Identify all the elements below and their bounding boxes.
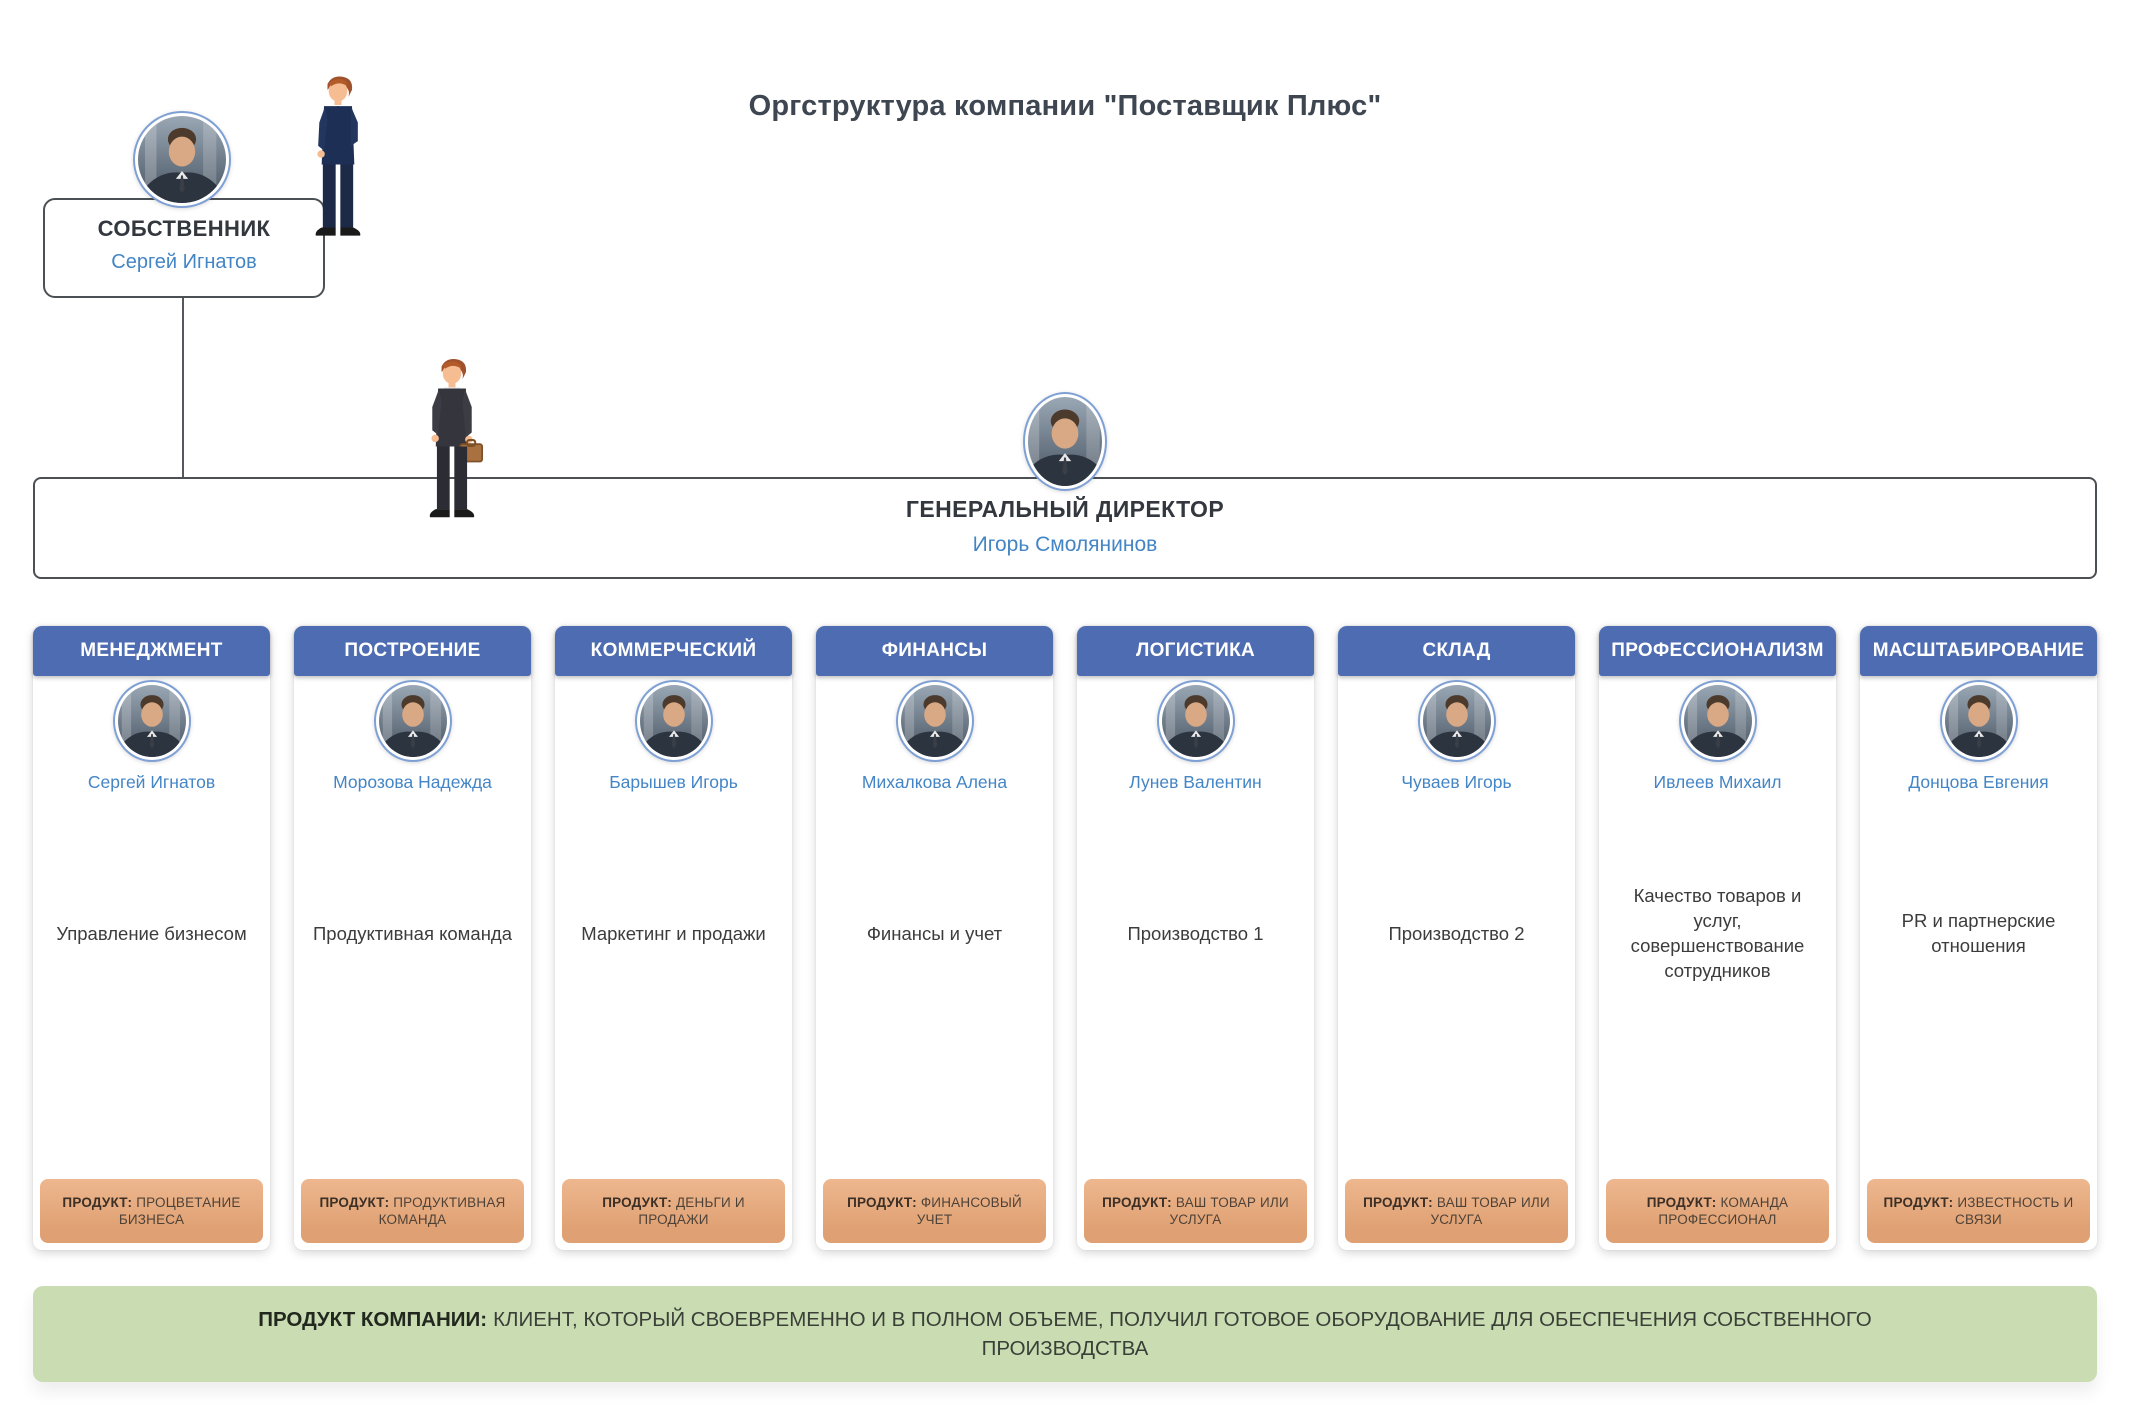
departments-grid: МЕНЕДЖМЕНТ Сергей Игнатов Управление биз… bbox=[33, 626, 2097, 1250]
department-product-badge: ПРОДУКТ:ПРОДУКТИВНАЯ КОМАНДА bbox=[301, 1179, 524, 1243]
product-label: ПРОДУКТ: bbox=[1102, 1194, 1172, 1210]
product-label: ПРОДУКТ: bbox=[319, 1194, 390, 1210]
person-photo bbox=[117, 685, 186, 757]
product-label: ПРОДУКТ: bbox=[847, 1194, 917, 1210]
department-head-name: Донцова Евгения bbox=[1908, 772, 2049, 792]
person-photo bbox=[1944, 685, 2013, 757]
person-photo bbox=[1422, 685, 1491, 757]
department-head-avatar bbox=[1417, 680, 1496, 762]
person-photo bbox=[138, 116, 226, 203]
department-function: Финансы и учет bbox=[866, 922, 1003, 944]
product-value: ДЕНЬГИ И ПРОДАЖИ bbox=[638, 1194, 745, 1228]
department-function: Маркетинг и продажи bbox=[581, 922, 766, 944]
product-value: ВАШ ТОВАР ИЛИ УСЛУГА bbox=[1430, 1194, 1550, 1228]
product-value: ФИНАНСОВЫЙ УЧЕТ bbox=[916, 1194, 1022, 1228]
person-photo bbox=[1161, 685, 1230, 757]
department-function: Производство 1 bbox=[1127, 922, 1264, 944]
department-head-name: Барышев Игорь bbox=[609, 772, 738, 792]
department-card: ФИНАНСЫ Михалкова Алена Финансы и учет П… bbox=[816, 626, 1053, 1250]
owner-box: СОБСТВЕННИК Сергей Игнатов bbox=[43, 198, 325, 298]
owner-name: Сергей Игнатов bbox=[111, 251, 257, 273]
department-head-avatar bbox=[373, 680, 452, 762]
department-product-badge: ПРОДУКТ:ИЗВЕСТНОСТЬ И СВЯЗИ bbox=[1867, 1179, 2090, 1243]
department-function: Управление бизнесом bbox=[56, 922, 247, 944]
company-product-banner: ПРОДУКТ КОМПАНИИ:КЛИЕНТ, КОТОРЫЙ СВОЕВРЕ… bbox=[33, 1286, 2097, 1382]
department-title: СКЛАД bbox=[1338, 626, 1575, 676]
owner-avatar bbox=[133, 111, 231, 208]
product-label: ПРОДУКТ: bbox=[1646, 1194, 1717, 1210]
department-title: МЕНЕДЖМЕНТ bbox=[33, 626, 270, 676]
person-photo bbox=[1683, 685, 1752, 757]
person-photo bbox=[1028, 397, 1102, 486]
owner-director-connector-line bbox=[182, 297, 184, 478]
department-card: СКЛАД Чуваев Игорь Производство 2 ПРОДУК… bbox=[1338, 626, 1575, 1250]
product-label: ПРОДУКТ: bbox=[602, 1194, 672, 1210]
department-head-avatar bbox=[634, 680, 713, 762]
department-card: ПОСТРОЕНИЕ Морозова Надежда Продуктивная… bbox=[294, 626, 531, 1250]
person-photo bbox=[639, 685, 708, 757]
department-title: ФИНАНСЫ bbox=[816, 626, 1053, 676]
department-head-name: Михалкова Алена bbox=[861, 772, 1008, 792]
company-product-text: КЛИЕНТ, КОТОРЫЙ СВОЕВРЕМЕННО И В ПОЛНОМ … bbox=[493, 1308, 1872, 1360]
page-title: Оргструктура компании "Поставщик Плюс" bbox=[748, 90, 1382, 122]
product-value: ВАШ ТОВАР ИЛИ УСЛУГА bbox=[1169, 1194, 1289, 1228]
department-head-avatar bbox=[895, 680, 974, 762]
department-product-badge: ПРОДУКТ:ПРОЦВЕТАНИЕ БИЗНЕСА bbox=[40, 1179, 263, 1243]
department-head-avatar bbox=[1156, 680, 1235, 762]
department-title: МАСШТАБИРОВАНИЕ bbox=[1860, 626, 2097, 676]
department-head-avatar bbox=[112, 680, 191, 762]
department-title: КОММЕРЧЕСКИЙ bbox=[555, 626, 792, 676]
product-value: ПРОДУКТИВНАЯ КОМАНДА bbox=[378, 1194, 506, 1228]
department-function: Качество товаров и услуг, совершенствова… bbox=[1630, 885, 1805, 981]
department-title: ПРОФЕССИОНАЛИЗМ bbox=[1599, 626, 1836, 676]
department-title: ПОСТРОЕНИЕ bbox=[294, 626, 531, 676]
department-product-badge: ПРОДУКТ:ДЕНЬГИ И ПРОДАЖИ bbox=[562, 1179, 785, 1243]
department-head-avatar bbox=[1678, 680, 1757, 762]
product-label: ПРОДУКТ: bbox=[1883, 1194, 1954, 1210]
department-head-name: Чуваев Игорь bbox=[1401, 772, 1512, 792]
director-box bbox=[33, 477, 2097, 579]
director-avatar bbox=[1023, 392, 1107, 491]
department-card: КОММЕРЧЕСКИЙ Барышев Игорь Маркетинг и п… bbox=[555, 626, 792, 1250]
department-card: МАСШТАБИРОВАНИЕ Донцова Евгения PR и пар… bbox=[1860, 626, 2097, 1250]
department-title: ЛОГИСТИКА bbox=[1077, 626, 1314, 676]
businessman-figure-icon bbox=[303, 72, 373, 250]
department-function: PR и партнерские отношения bbox=[1901, 910, 2056, 956]
department-card: ПРОФЕССИОНАЛИЗМ Ивлеев Михаил Качество т… bbox=[1599, 626, 1836, 1250]
department-function: Продуктивная команда bbox=[312, 922, 512, 944]
product-value: ПРОЦВЕТАНИЕ БИЗНЕСА bbox=[118, 1194, 241, 1228]
department-head-avatar bbox=[1939, 680, 2018, 762]
department-head-name: Морозова Надежда bbox=[333, 772, 492, 792]
company-product-label: ПРОДУКТ КОМПАНИИ: bbox=[258, 1308, 488, 1331]
department-product-badge: ПРОДУКТ:ВАШ ТОВАР ИЛИ УСЛУГА bbox=[1345, 1179, 1568, 1243]
department-function: Производство 2 bbox=[1388, 922, 1525, 944]
department-head-name: Лунев Валентин bbox=[1129, 772, 1262, 792]
department-card: ЛОГИСТИКА Лунев Валентин Производство 1 … bbox=[1077, 626, 1314, 1250]
department-card: МЕНЕДЖМЕНТ Сергей Игнатов Управление биз… bbox=[33, 626, 270, 1250]
department-head-name: Ивлеев Михаил bbox=[1653, 772, 1782, 792]
businessman-briefcase-figure-icon bbox=[406, 356, 498, 530]
owner-role-label: СОБСТВЕННИК bbox=[97, 216, 271, 241]
person-photo bbox=[900, 685, 969, 757]
person-photo bbox=[378, 685, 447, 757]
product-value: ИЗВЕСТНОСТЬ И СВЯЗИ bbox=[1955, 1194, 2074, 1228]
department-product-badge: ПРОДУКТ:ФИНАНСОВЫЙ УЧЕТ bbox=[823, 1179, 1046, 1243]
department-product-badge: ПРОДУКТ:КОМАНДА ПРОФЕССИОНАЛ bbox=[1606, 1179, 1829, 1243]
department-head-name: Сергей Игнатов bbox=[87, 772, 216, 792]
product-label: ПРОДУКТ: bbox=[62, 1194, 133, 1210]
director-name: Игорь Смолянинов bbox=[972, 533, 1158, 556]
product-value: КОМАНДА ПРОФЕССИОНАЛ bbox=[1658, 1194, 1789, 1228]
product-label: ПРОДУКТ: bbox=[1363, 1194, 1433, 1210]
department-product-badge: ПРОДУКТ:ВАШ ТОВАР ИЛИ УСЛУГА bbox=[1084, 1179, 1307, 1243]
director-role-label: ГЕНЕРАЛЬНЫЙ ДИРЕКТОР bbox=[905, 496, 1225, 522]
